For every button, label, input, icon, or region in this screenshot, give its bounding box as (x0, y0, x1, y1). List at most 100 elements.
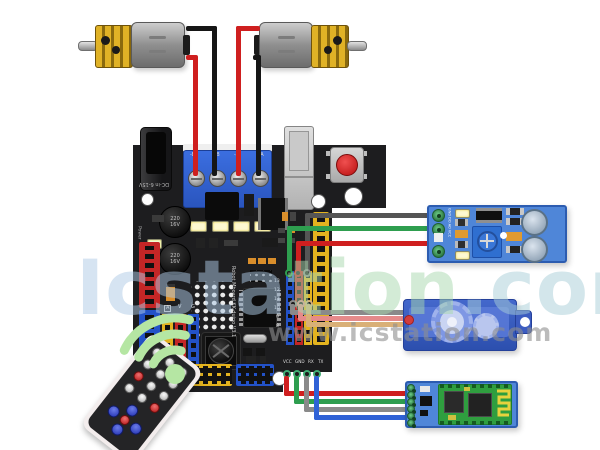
motor-wire-red (236, 26, 241, 176)
column-label: A (164, 305, 172, 312)
sensor-capacitor (521, 209, 548, 236)
motor-wire-red (236, 26, 260, 31)
column-label: V (178, 304, 182, 310)
smd-component (246, 356, 256, 363)
transistor (209, 238, 218, 248)
sensor-wire-red (296, 241, 434, 246)
ic-chip (262, 238, 278, 247)
motor-slot (149, 36, 166, 39)
bt-wire-green (294, 376, 299, 404)
sensor-wire-green (287, 226, 434, 231)
bt-pcb-castellation (440, 384, 510, 388)
bt-wire-green (294, 399, 409, 404)
sensor-resistor (455, 230, 468, 238)
motor-endcap (183, 35, 190, 55)
bt-chip (444, 391, 464, 413)
sensor-resistor (455, 219, 468, 226)
smd-component (248, 258, 256, 264)
smd-component (258, 258, 266, 264)
bt-smd (420, 386, 430, 392)
bt-wire-red (284, 391, 409, 396)
gear-icon (112, 46, 120, 54)
mcu-pins (277, 290, 281, 326)
motor-wire-red (193, 55, 198, 176)
header-blue-bottom (236, 364, 274, 386)
isp-header (250, 270, 272, 282)
smd-component (256, 348, 265, 356)
reset-button-cap[interactable] (336, 154, 358, 176)
usb-port-inner (289, 131, 309, 171)
smd-component (268, 258, 276, 264)
bt-wire-red (284, 376, 289, 396)
mcu-pins (239, 290, 243, 326)
serial-pin-label: TX (318, 359, 324, 364)
digital-pin-label: 11 (274, 297, 280, 302)
reset-button-leg (361, 151, 367, 156)
sensor-terminal (432, 209, 445, 222)
servo-wire-tan (306, 322, 408, 327)
servo-tab-hole (520, 317, 530, 327)
sensor-pot-cross (486, 234, 488, 248)
sensor-resistor (455, 241, 468, 248)
ic-chip (205, 192, 239, 220)
motor-endcap (254, 35, 261, 55)
motor-slot (149, 50, 166, 53)
bt-smd (420, 396, 432, 406)
wire-pin (303, 269, 311, 277)
digital-pin-label: 9 (276, 315, 279, 320)
sensor-wire-green (287, 226, 292, 274)
motor-wire-black (186, 26, 217, 31)
servo-gear-small (473, 313, 499, 339)
digital-pin-label: 10 (274, 306, 280, 311)
ic-chip (258, 198, 288, 230)
capacitor-value: 220 (170, 253, 180, 259)
power-jack-label: DC-in 6-15V (138, 181, 170, 187)
bt-antenna-icon (497, 389, 511, 417)
gear-icon (101, 36, 110, 45)
gear-icon (324, 46, 332, 54)
board-title: Robot Mboard KK-duino V3.1 (230, 266, 236, 338)
servo-wire-pink (298, 304, 303, 320)
smd-component (166, 284, 175, 301)
status-led (190, 221, 207, 232)
wire-pin (285, 269, 293, 277)
watermark-url: www.icstation.com (268, 318, 553, 347)
bt-smd (464, 387, 470, 391)
status-led (212, 221, 229, 232)
smd-component (278, 238, 285, 243)
sensor-led (455, 209, 470, 218)
mounting-hole (344, 187, 363, 206)
bt-wire-blue (314, 415, 409, 420)
smd-component (244, 194, 254, 216)
reset-button-leg (326, 151, 332, 156)
mounting-hole (141, 193, 154, 206)
power-led-label: Power (136, 226, 142, 240)
serial-pin-label: VCC (283, 359, 292, 364)
capacitor-value: 220 (170, 216, 180, 222)
sensor-jumper (434, 233, 443, 242)
capacitor-voltage: 16V (170, 259, 180, 265)
sensor-wire-red (296, 241, 301, 274)
gear-icon (333, 36, 342, 45)
smd-component (278, 228, 285, 233)
motor-wire-black (256, 55, 261, 176)
status-led (233, 221, 250, 232)
reset-button-leg (326, 174, 332, 179)
watermark-part3: .com (459, 243, 600, 332)
crystal-oscillator (243, 334, 267, 343)
terminal-top-strip (183, 144, 272, 152)
watermark-brand: Icstation.com (76, 250, 600, 326)
sensor-led (455, 251, 470, 260)
motor-shaft (347, 41, 367, 51)
watermark-part1: Icsta (76, 243, 288, 332)
sensor-ic (476, 208, 502, 223)
mounting-hole (311, 194, 326, 209)
digital-pin-label: 12 (274, 288, 280, 293)
smd-component (243, 348, 252, 356)
wire-pin (294, 269, 302, 277)
smd-component (152, 215, 164, 222)
smd-component (290, 212, 296, 221)
sensor-resistor (506, 208, 524, 215)
bt-smd (420, 410, 428, 416)
